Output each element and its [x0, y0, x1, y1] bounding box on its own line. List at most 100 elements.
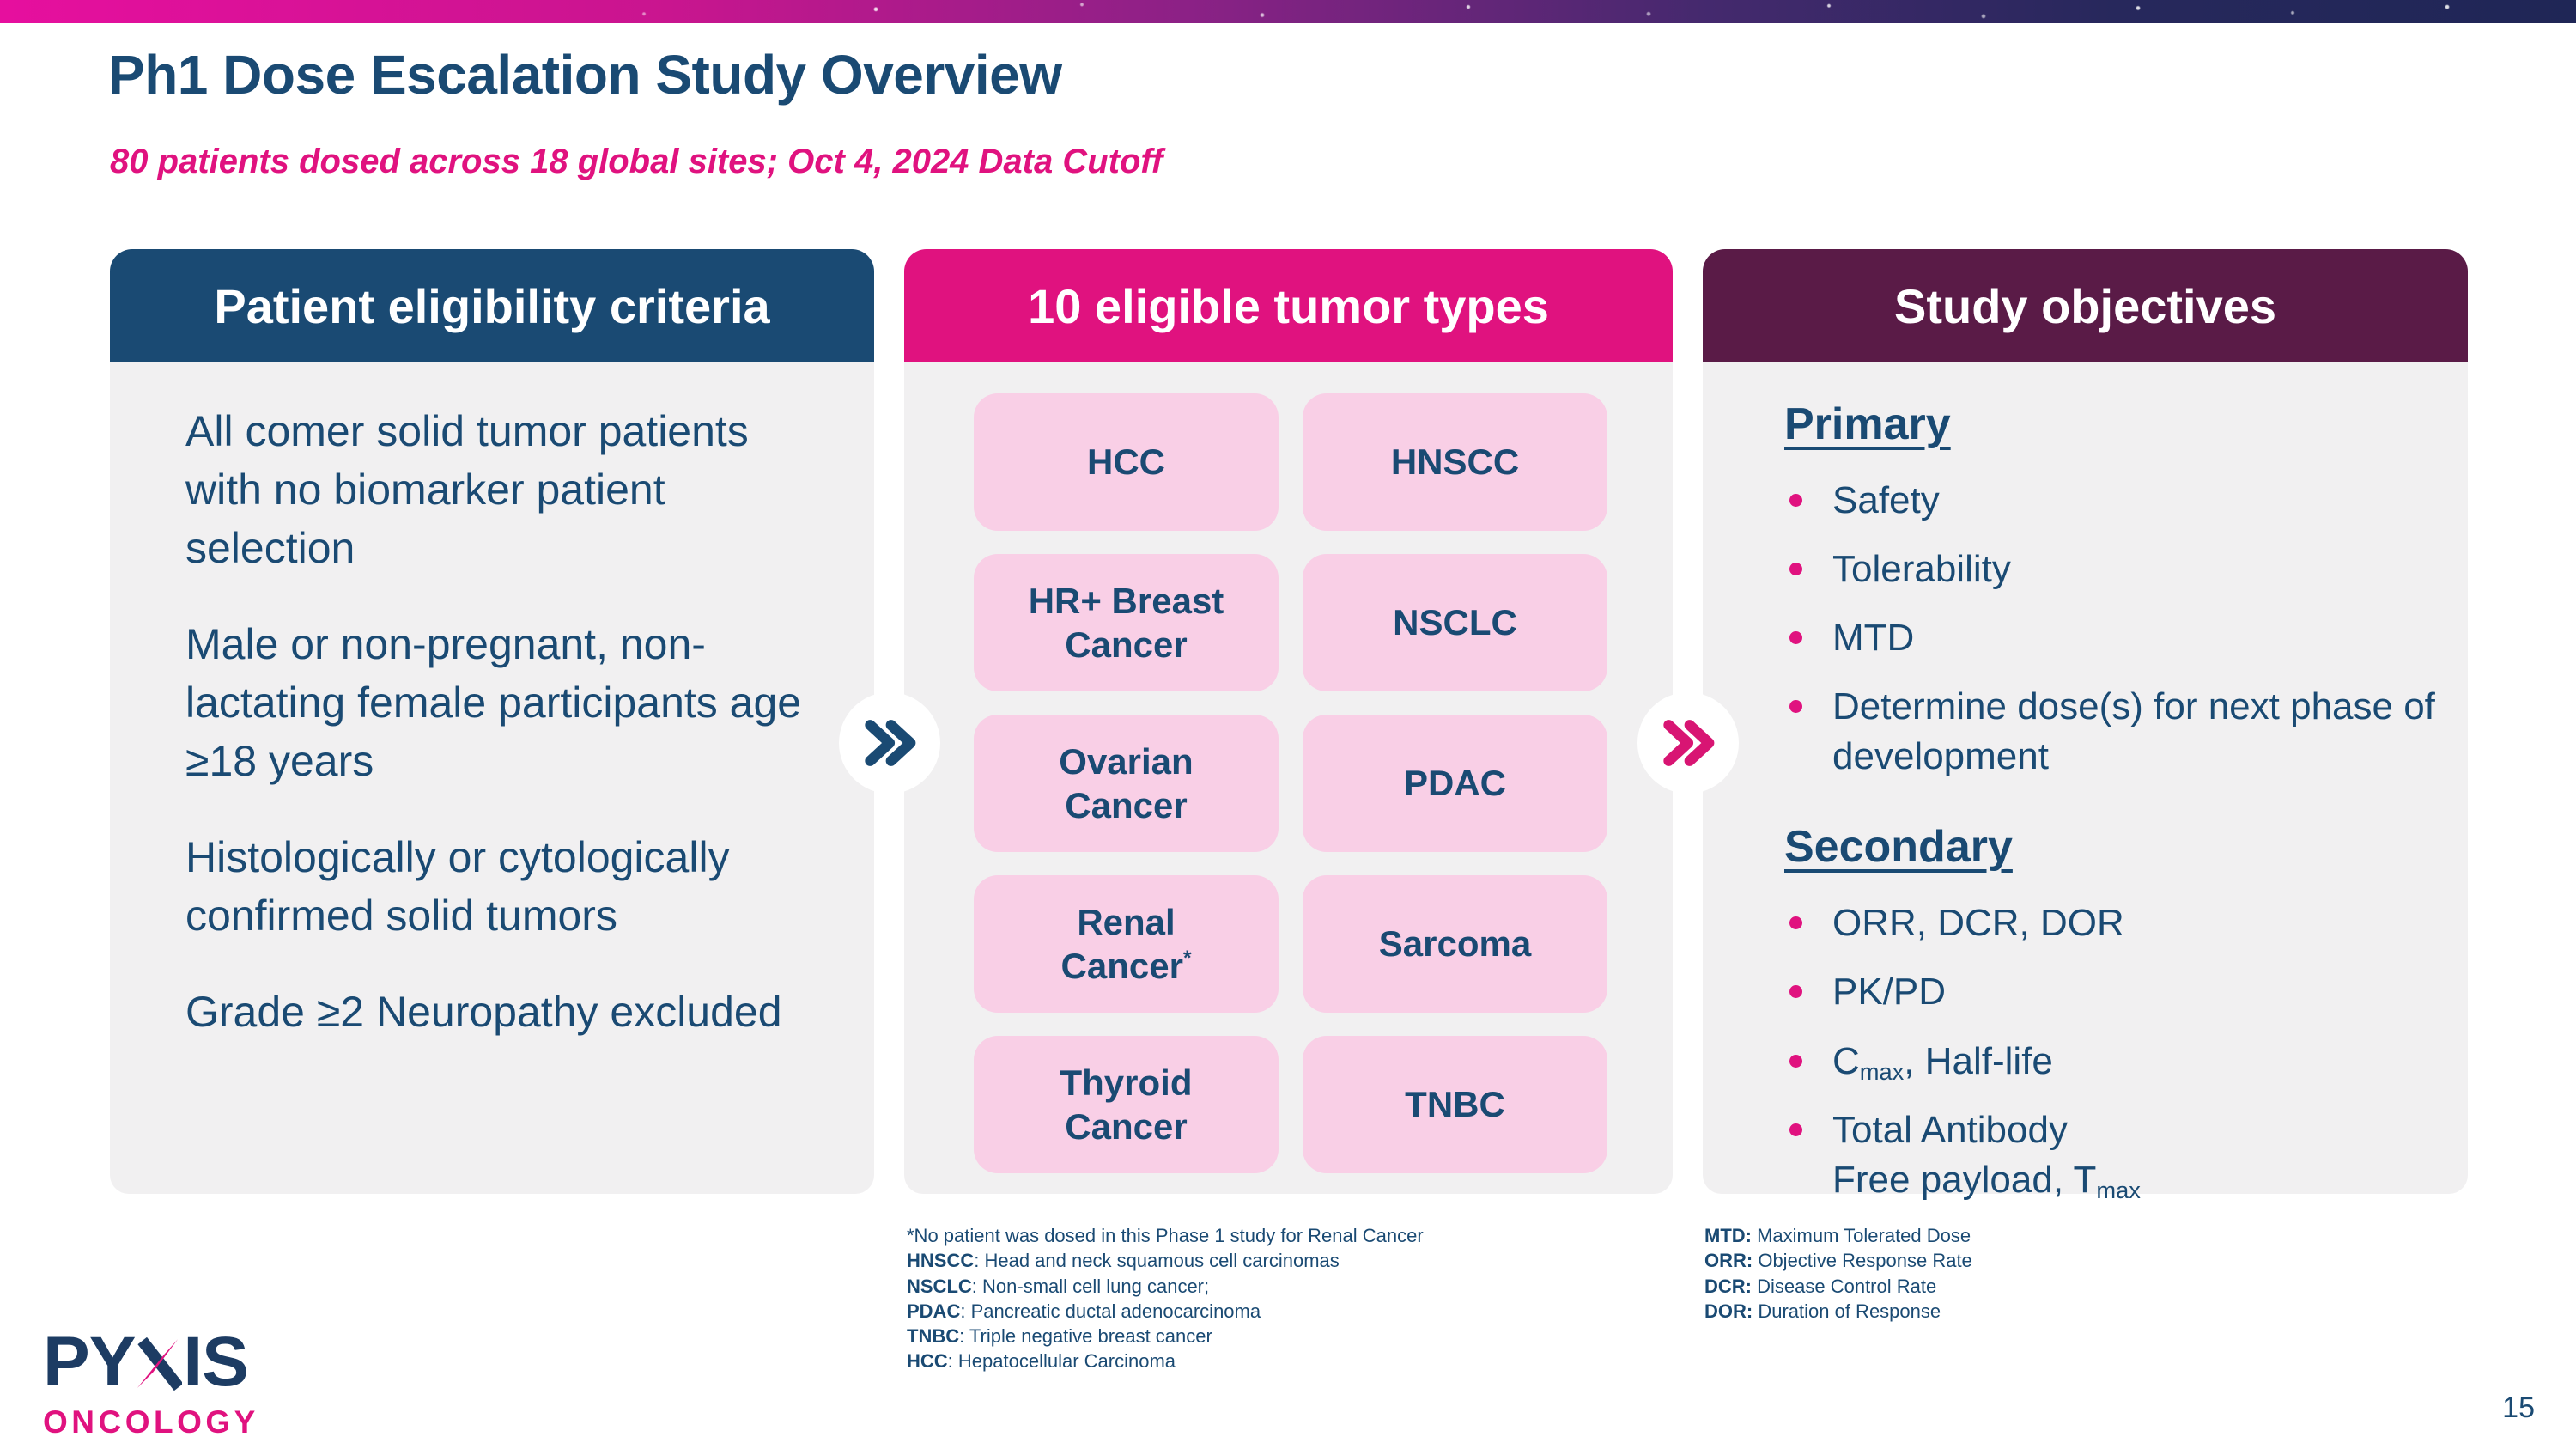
objective-bullet-item: ORR, DCR, DOR	[1784, 898, 2445, 948]
text-segment: Total Antibody	[1832, 1108, 2068, 1151]
text-segment: TNBC	[1405, 1084, 1505, 1125]
eligibility-panel-body: All comer solid tumor patients with no b…	[110, 362, 874, 1194]
text-line: HR+ Breast	[1029, 579, 1224, 623]
bullet-text: Cmax, Half-life	[1832, 1037, 2053, 1087]
text-segment: Free payload, T	[1832, 1158, 2097, 1201]
text-segment: Duration of Response	[1753, 1300, 1941, 1322]
objective-bullet-item: Safety	[1784, 476, 2445, 526]
text-segment: C	[1832, 1039, 1860, 1082]
bullet-dot	[1789, 916, 1802, 930]
text-line: PDAC	[1404, 761, 1506, 805]
text-segment: Maximum Tolerated Dose	[1751, 1225, 1971, 1246]
bullet-dot	[1789, 494, 1802, 507]
eligibility-panel: All comer solid tumor patients with no b…	[110, 249, 874, 1194]
text-segment: Cancer	[1060, 946, 1183, 986]
bullet-text: ORR, DCR, DOR	[1832, 898, 2124, 948]
footnote-line: *No patient was dosed in this Phase 1 st…	[907, 1223, 1424, 1248]
bullet-text: Safety	[1832, 476, 1940, 526]
text-segment: PDAC	[907, 1300, 961, 1322]
text-line: Free payload, Tmax	[1832, 1155, 2141, 1205]
bullet-dot	[1789, 1123, 1802, 1136]
compass-needle-x-icon	[137, 1337, 183, 1391]
tumor-types-panel-header: 10 eligible tumor types	[904, 249, 1673, 362]
text-segment: ORR:	[1704, 1250, 1753, 1272]
eligibility-list: All comer solid tumor patients with no b…	[110, 362, 874, 1041]
tumor-type-box: HCC	[974, 393, 1279, 531]
bullet-dot	[1789, 1054, 1802, 1068]
text-segment: HNSCC	[907, 1250, 975, 1272]
objectives-section-heading: Primary	[1784, 399, 1951, 449]
text-line: NSCLC	[1393, 600, 1517, 644]
tumor-type-box: TNBC	[1303, 1036, 1607, 1173]
text-line: Determine dose(s) for next phase of deve…	[1832, 682, 2445, 782]
text-segment: Renal	[1077, 901, 1176, 942]
double-chevron-right-icon	[865, 720, 916, 766]
text-segment: PK/PD	[1832, 971, 1947, 1014]
tumor-type-box: Sarcoma	[1303, 875, 1607, 1013]
text-segment: DOR:	[1704, 1300, 1753, 1322]
bullet-text: MTD	[1832, 613, 1914, 663]
tumor-type-box: HNSCC	[1303, 393, 1607, 531]
text-segment: max	[1859, 1058, 1905, 1086]
objective-bullet-item: MTD	[1784, 613, 2445, 663]
text-segment: DCR:	[1704, 1275, 1752, 1297]
text-segment: Disease Control Rate	[1752, 1275, 1937, 1297]
objectives-section-heading: Secondary	[1784, 822, 2013, 873]
text-segment: : Hepatocellular Carcinoma	[947, 1350, 1176, 1373]
text-line: Safety	[1832, 476, 1940, 526]
eligibility-item: Histologically or cytologically confirme…	[185, 833, 730, 940]
eligibility-item: All comer solid tumor patients with no b…	[185, 407, 749, 572]
decorative-gradient-bar	[0, 0, 2576, 23]
objective-bullet-item: Cmax, Half-life	[1784, 1037, 2445, 1087]
text-line: HNSCC	[1391, 440, 1519, 484]
logo-text-end: IS	[183, 1323, 248, 1401]
footnote-line: HNSCC: Head and neck squamous cell carci…	[907, 1248, 1424, 1273]
text-line: Cmax, Half-life	[1832, 1037, 2053, 1087]
text-line: Cancer	[1065, 1105, 1187, 1148]
footnote-line: DOR: Duration of Response	[1704, 1299, 1972, 1324]
logo-subtext: ONCOLOGY	[43, 1404, 259, 1440]
text-line: HCC	[1087, 440, 1165, 484]
text-segment: : Pancreatic ductal adenocarcinoma	[960, 1300, 1261, 1322]
text-line: Sarcoma	[1379, 922, 1531, 965]
text-segment: HCC	[1087, 441, 1165, 483]
text-segment: : Non-small cell lung cancer;	[971, 1275, 1210, 1297]
bullet-text: Tolerability	[1832, 545, 2011, 594]
text-segment: PDAC	[1403, 763, 1506, 804]
bullet-dot	[1789, 985, 1802, 999]
eligibility-item: Male or non-pregnant, non-lactating fema…	[185, 620, 802, 785]
objective-bullet-item: PK/PD	[1784, 967, 2445, 1017]
bullet-dot	[1789, 700, 1802, 714]
text-segment: : Head and neck squamous cell carcinomas	[974, 1250, 1340, 1272]
text-segment: TNBC	[907, 1325, 960, 1347]
text-line: Thyroid	[1060, 1061, 1193, 1105]
text-segment: Cancer	[1065, 624, 1188, 665]
footnote-line: MTD: Maximum Tolerated Dose	[1704, 1223, 1972, 1248]
footnote-line: PDAC: Pancreatic ductal adenocarcinoma	[907, 1299, 1424, 1324]
text-line: TNBC	[1405, 1082, 1505, 1126]
text-segment: *No patient was dosed in this Phase 1 st…	[907, 1225, 1424, 1246]
text-segment: Objective Response Rate	[1753, 1250, 1972, 1272]
text-segment: : Triple negative breast cancer	[959, 1325, 1212, 1347]
text-segment: Ovarian	[1059, 740, 1194, 782]
footnote-line: TNBC: Triple negative breast cancer	[907, 1324, 1424, 1349]
footnote-line: DCR: Disease Control Rate	[1704, 1274, 1972, 1299]
eligibility-item: Grade ≥2 Neuropathy excluded	[185, 988, 782, 1036]
text-segment: , Half-life	[1904, 1039, 2053, 1082]
text-line: Renal	[1077, 900, 1175, 944]
text-segment: ORR, DCR, DOR	[1832, 902, 2124, 945]
double-chevron-right-icon	[1663, 720, 1715, 766]
text-segment: NSCLC	[1393, 602, 1517, 643]
text-segment: max	[2096, 1177, 2141, 1204]
bullet-text: Determine dose(s) for next phase of deve…	[1832, 682, 2445, 782]
text-segment: MTD:	[1704, 1225, 1752, 1246]
text-segment: Tolerability	[1832, 548, 2011, 591]
text-line: Total Antibody	[1832, 1105, 2141, 1155]
text-line: Cancer	[1065, 623, 1187, 667]
